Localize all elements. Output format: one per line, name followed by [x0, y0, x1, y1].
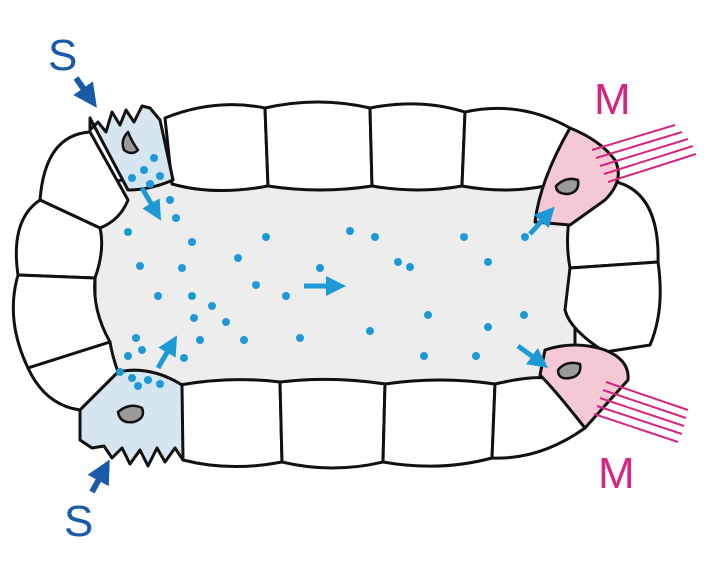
secretion-dot: [128, 174, 136, 182]
secretion-dot: [252, 281, 260, 289]
bottom-cell: [278, 377, 387, 470]
secretion-dot: [240, 336, 248, 344]
bottom-cell: [178, 378, 284, 469]
nucleus: [121, 130, 140, 155]
secretion-dot: [394, 258, 402, 266]
top-cell: [263, 100, 374, 192]
secretion-dot: [150, 154, 158, 162]
label-m-bottom: M: [598, 449, 635, 498]
flow-arrow: [155, 335, 178, 370]
secretion-dot: [124, 352, 132, 360]
myoepithelial-cell-top: [533, 126, 620, 227]
secretion-dot: [371, 233, 379, 241]
secretion-dot: [132, 334, 140, 342]
secretion-dot: [460, 233, 468, 241]
secretion-dot: [156, 172, 164, 180]
right-cell: [563, 260, 662, 354]
myofilaments: [591, 124, 697, 443]
top-cell: [368, 102, 467, 192]
secretion-dot: [146, 180, 154, 188]
pointer-arrow-s-bottom: [87, 459, 110, 494]
secretion-dot: [420, 352, 428, 360]
secretion-dot: [154, 292, 162, 300]
secretion-dot: [472, 352, 480, 360]
secretion-dot: [172, 214, 180, 222]
secretion-dot: [316, 264, 324, 272]
label-s-bottom: S: [64, 497, 94, 546]
secretion-dot: [424, 311, 432, 319]
secretion-dot: [222, 318, 230, 326]
secretion-dot: [180, 354, 188, 362]
secretion-dot: [484, 323, 492, 331]
secretion-dot: [520, 311, 528, 319]
secretion-dot: [208, 302, 216, 310]
secretion-dot: [124, 228, 132, 236]
secretion-dot: [406, 263, 414, 271]
pointer-arrow-s-top: [73, 76, 97, 108]
flow-arrow: [516, 343, 549, 368]
secretion-dot: [366, 327, 374, 335]
secretion-dot: [166, 196, 174, 204]
nucleus: [116, 404, 145, 424]
secretion-dot: [282, 292, 290, 300]
secretion-dot: [521, 233, 529, 241]
secretion-dot: [116, 368, 124, 376]
nucleus: [556, 361, 582, 380]
secretion-dot: [156, 380, 164, 388]
secretion-dot: [188, 292, 196, 300]
top-cell: [163, 103, 270, 192]
secretion-dot: [140, 166, 148, 174]
secretion-dot: [138, 346, 146, 354]
secretion-dot: [234, 254, 242, 262]
bottom-cell: [381, 378, 497, 468]
secretion-dot: [188, 238, 196, 246]
secretion-dot: [196, 336, 204, 344]
flow-arrow: [139, 186, 162, 221]
secretion-dot: [134, 382, 142, 390]
flow-arrow: [528, 206, 555, 236]
label-m-top: M: [594, 75, 631, 124]
secretion-dot: [346, 227, 354, 235]
secretion-dot: [296, 334, 304, 342]
nucleus: [554, 177, 580, 196]
secretion-dots: [116, 154, 529, 390]
secretion-dot: [144, 376, 152, 384]
secretion-dot: [484, 258, 492, 266]
secretion-dot: [190, 314, 198, 322]
secretion-dot: [128, 374, 136, 382]
secretion-dot: [178, 264, 186, 272]
secretion-dot: [262, 233, 270, 241]
secretion-dot: [136, 262, 144, 270]
bottom-cell: [490, 376, 587, 460]
label-s-top: S: [48, 31, 78, 80]
